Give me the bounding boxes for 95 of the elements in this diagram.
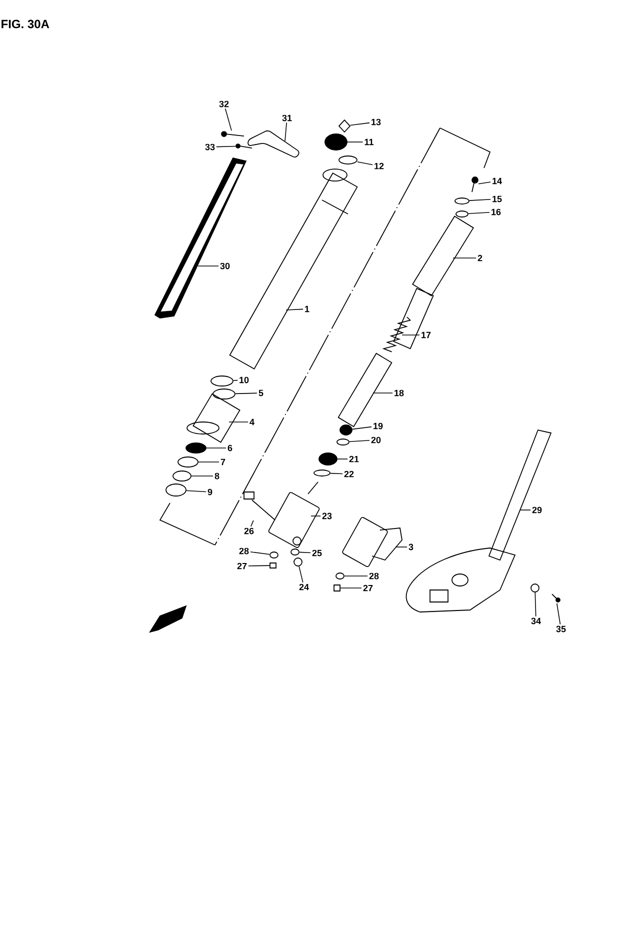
- part-drawing: [268, 482, 320, 548]
- part-drawing: [248, 130, 300, 158]
- leader-line: [298, 566, 304, 583]
- part-drawing: [221, 131, 244, 137]
- callout-number: 6: [228, 444, 232, 452]
- callout-number: 2: [478, 254, 482, 262]
- leader-line: [284, 122, 287, 142]
- callout-number: 31: [282, 114, 292, 122]
- callout-number: 19: [374, 422, 383, 430]
- callout-number: 14: [492, 178, 502, 184]
- leader-line: [534, 592, 536, 617]
- callout-number: 7: [220, 458, 226, 466]
- leader-line: [402, 334, 420, 336]
- callout-number: 4: [250, 418, 254, 426]
- leader-line: [478, 182, 491, 184]
- callout-number: 30: [220, 262, 230, 270]
- ring: [178, 456, 198, 468]
- callout-number: 35: [556, 626, 566, 632]
- callout-number: 9: [208, 488, 212, 496]
- ring: [340, 424, 352, 436]
- callout-number: 21: [349, 456, 359, 462]
- callout-number: 23: [322, 512, 332, 520]
- screw-head: [334, 584, 340, 592]
- leader-line: [349, 440, 370, 442]
- leader-line: [286, 308, 304, 310]
- part-drawing: [552, 594, 560, 602]
- ring: [324, 134, 348, 150]
- callout-number: 11: [364, 138, 374, 146]
- ring: [336, 572, 344, 580]
- callout-number: 24: [299, 584, 309, 590]
- ring: [318, 452, 338, 466]
- callout-number: 34: [531, 618, 541, 624]
- leader-line: [556, 603, 561, 625]
- leader-line: [186, 490, 206, 492]
- leader-line: [250, 551, 270, 555]
- callout-number: 26: [244, 528, 254, 534]
- ring: [314, 470, 330, 476]
- leader-line: [468, 212, 490, 214]
- ring: [290, 548, 300, 556]
- leader-line: [224, 108, 232, 131]
- callout-number: 18: [394, 390, 404, 396]
- ring: [454, 198, 470, 204]
- leader-line: [233, 380, 238, 381]
- ring: [456, 210, 468, 218]
- part-drawing: [244, 492, 276, 520]
- callout-number: 8: [214, 472, 220, 480]
- ring: [338, 156, 358, 164]
- ring: [166, 484, 186, 496]
- callout-number: 33: [205, 144, 215, 150]
- callout-number: 32: [219, 100, 229, 108]
- part-drawing: [338, 352, 392, 428]
- callout-number: 22: [344, 470, 354, 478]
- leader-line: [350, 122, 370, 126]
- leader-line: [352, 426, 372, 430]
- part-drawing: [186, 393, 240, 443]
- leader-line: [337, 458, 348, 460]
- callout-number: 28: [239, 548, 249, 554]
- callout-number: 27: [363, 584, 373, 592]
- callout-number: 16: [492, 208, 501, 216]
- leader-line: [235, 392, 258, 394]
- callout-number: 15: [492, 196, 502, 202]
- part-drawing: [472, 176, 478, 192]
- callout-number: 17: [422, 332, 431, 338]
- leader-line: [250, 520, 254, 527]
- part-drawing: [342, 516, 402, 568]
- ring: [172, 470, 192, 482]
- figure-title: FIG. 30A: [2, 20, 50, 28]
- callout-number: 20: [371, 436, 381, 444]
- leader-line: [299, 552, 311, 554]
- part-drawing: [229, 168, 358, 370]
- callout-number: 28: [369, 572, 379, 580]
- leader-line: [216, 146, 236, 148]
- ring: [270, 552, 278, 558]
- ring: [212, 388, 236, 400]
- leader-line: [469, 198, 491, 201]
- ring: [210, 376, 234, 386]
- leader-line: [357, 161, 373, 166]
- callout-number: 12: [374, 162, 384, 170]
- leader-line: [396, 546, 408, 548]
- part-drawing: [236, 144, 252, 148]
- leader-line: [248, 565, 270, 566]
- leader-line: [372, 392, 393, 394]
- leader-line: [330, 472, 343, 474]
- ring: [186, 442, 206, 454]
- callout-number: 5: [258, 390, 264, 396]
- part-drawing: [382, 316, 412, 352]
- callout-number: 25: [312, 550, 322, 556]
- ring: [336, 438, 350, 446]
- screw-head: [270, 562, 276, 568]
- callout-number: 10: [240, 376, 249, 384]
- callout-number: 13: [372, 118, 381, 126]
- ring: [294, 558, 302, 566]
- callout-number: 27: [237, 562, 247, 570]
- callout-number: 1: [305, 306, 310, 312]
- part-drawing: [412, 216, 474, 296]
